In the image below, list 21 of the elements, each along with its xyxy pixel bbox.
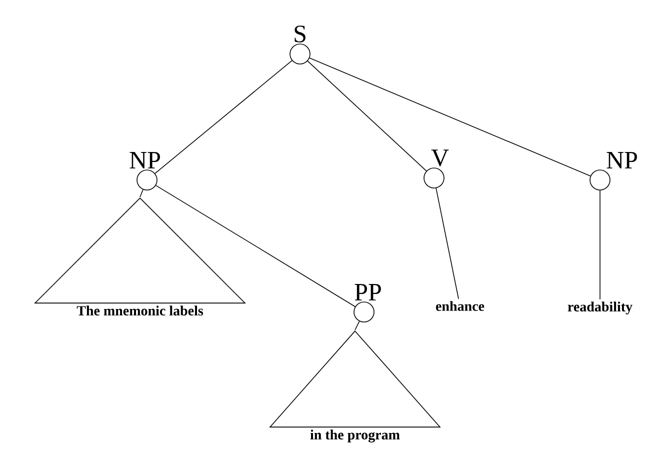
leaf-word: enhance: [436, 301, 484, 311]
tree-branch: [307, 60, 427, 172]
tree-branch: [354, 320, 360, 330]
tree-branch: [436, 188, 459, 300]
tree-node: NP: [130, 152, 160, 190]
tree-branch: [140, 189, 144, 198]
node-label: V: [431, 150, 449, 166]
tree-branch: [309, 58, 591, 176]
leaf-word: readability: [568, 302, 632, 314]
node-label: NP: [130, 152, 160, 168]
node-label: The mnemonic labels: [76, 306, 204, 316]
node-label: in the program: [310, 430, 400, 442]
node-label: PP: [354, 284, 381, 300]
node-label: S: [294, 26, 306, 42]
tree-node: NP: [590, 152, 637, 190]
tree-node: PP: [354, 284, 381, 322]
tree-branch: [154, 60, 292, 174]
tree-node: V: [424, 150, 449, 188]
tree-branch: [155, 185, 356, 307]
node-label: NP: [606, 152, 637, 168]
tree-node: S: [290, 26, 310, 64]
